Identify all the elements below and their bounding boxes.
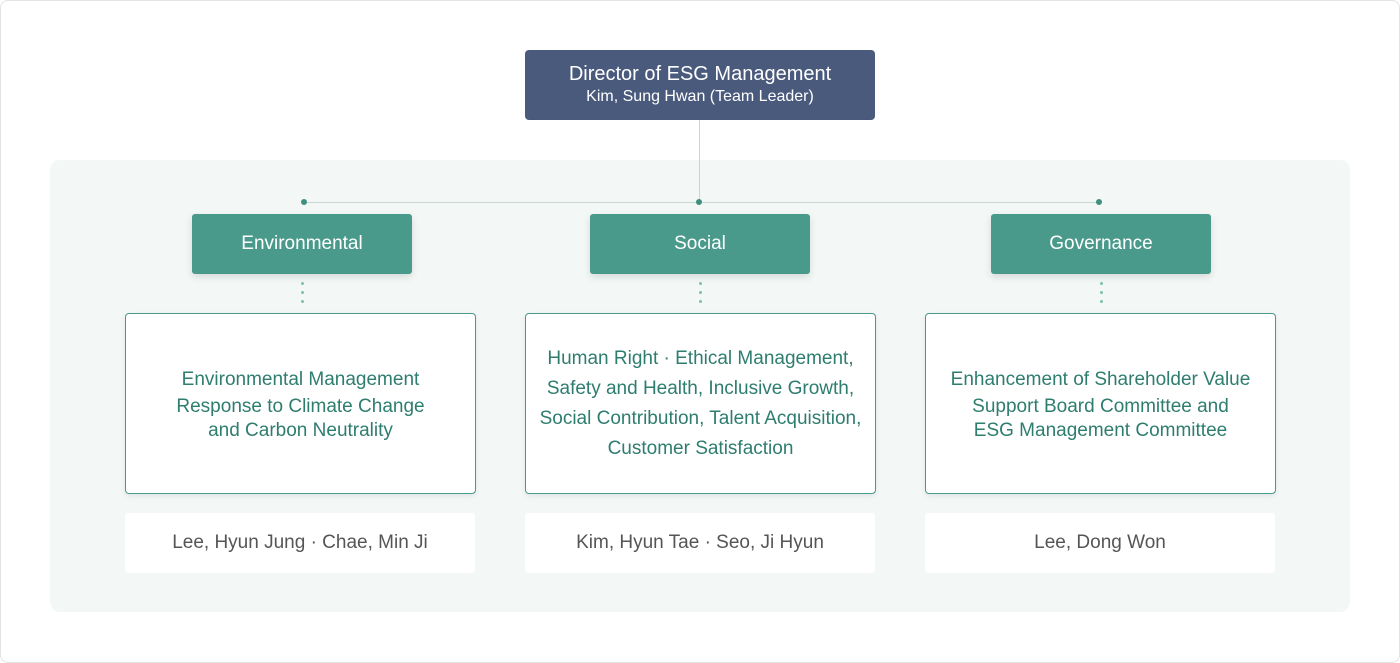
duties-box-governance: Enhancement of Shareholder Value Support… — [925, 313, 1276, 494]
duties-box-social: Human Right · Ethical Management, Safety… — [525, 313, 876, 494]
duties-box-environmental: Environmental Management Response to Cli… — [125, 313, 476, 494]
connector-vertical — [699, 120, 700, 202]
duty-line: and Carbon Neutrality — [208, 419, 393, 441]
category-social: Social — [590, 214, 810, 274]
connector-dot-environmental — [301, 199, 307, 205]
connector-dot-social — [696, 199, 702, 205]
duty-line: Environmental Management — [181, 368, 420, 390]
duty-line: Enhancement of Shareholder Value — [950, 368, 1251, 390]
dotted-connector-social — [698, 282, 702, 303]
director-box: Director of ESG Management Kim, Sung Hwa… — [525, 50, 875, 120]
category-governance: Governance — [991, 214, 1211, 274]
dotted-connector-environmental — [300, 282, 304, 303]
members-governance: Lee, Dong Won — [925, 513, 1275, 573]
members-social: Kim, Hyun Tae · Seo, Ji Hyun — [525, 513, 875, 573]
duty-line: Response to Climate Change — [176, 395, 425, 417]
director-name: Kim, Sung Hwan (Team Leader) — [586, 88, 814, 105]
duty-line: Social Contribution, Talent Acquisition, — [539, 407, 862, 429]
duty-line: Support Board Committee and — [972, 395, 1229, 417]
members-environmental: Lee, Hyun Jung · Chae, Min Ji — [125, 513, 475, 573]
duty-line: Human Right · Ethical Management, — [547, 347, 854, 369]
connector-dot-governance — [1096, 199, 1102, 205]
duty-line: ESG Management Committee — [973, 419, 1228, 441]
dotted-connector-governance — [1099, 282, 1103, 303]
duty-line: Safety and Health, Inclusive Growth, — [546, 377, 855, 399]
duty-line: Customer Satisfaction — [607, 437, 794, 459]
director-title: Director of ESG Management — [568, 63, 832, 85]
category-environmental: Environmental — [192, 214, 412, 274]
